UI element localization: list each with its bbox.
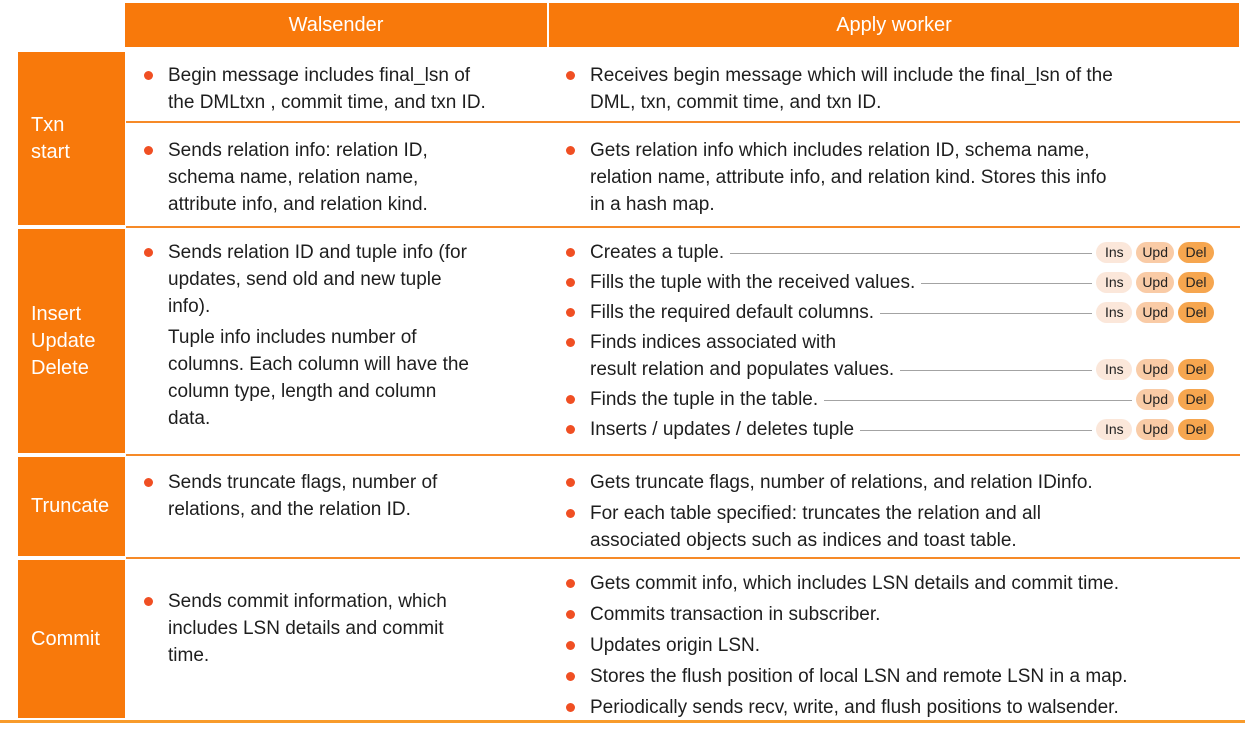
connector-line [880, 313, 1093, 314]
row-label-txn-start-text: Txn start [31, 113, 70, 163]
dml-walsender-note: Tuple info includes number of columns. E… [168, 327, 469, 429]
cell-dml-walsender: Sends relation ID and tuple info (for up… [127, 227, 547, 455]
badge-del: Del [1178, 389, 1214, 410]
bullet-item: Gets commit info, which includes LSN det… [563, 570, 1239, 597]
bullet-item: Updates origin LSN. [563, 632, 1239, 659]
bullet-item-text: Finds the tuple in the table. [590, 389, 819, 410]
bullet-item-text: Creates a tuple. [590, 242, 725, 263]
cell-dml-apply: Creates a tuple. Ins Upd Del Fills the t… [549, 227, 1239, 455]
badge-ins: Ins [1096, 359, 1133, 380]
badge-del: Del [1178, 302, 1214, 323]
badge-del: Del [1178, 272, 1214, 293]
row-label-truncate: Truncate [18, 457, 125, 556]
bullet-item: For each table specified: truncates the … [563, 500, 1239, 554]
bullet-item: Sends relation info: relation ID, schema… [141, 137, 547, 218]
badge-group: Ins Upd Del [1096, 272, 1214, 293]
column-header-apply-worker: Apply worker [549, 3, 1239, 47]
badge-ins: Ins [1096, 272, 1133, 293]
connector-line [921, 283, 1093, 284]
badge-upd: Upd [1136, 389, 1174, 410]
cell-commit-walsender: Sends commit information, which includes… [127, 558, 547, 720]
badge-group: Ins Upd Del [1096, 302, 1214, 323]
bullet-item: Fills the required default columns. Ins … [563, 299, 1239, 326]
bottom-border-line [0, 720, 1245, 723]
bullet-item: Inserts / updates / deletes tuple Ins Up… [563, 416, 1239, 443]
bullet-item-text: Fills the tuple with the received values… [590, 272, 916, 293]
row-divider [126, 557, 1240, 559]
row-divider [126, 121, 1240, 123]
bullet-item: Creates a tuple. Ins Upd Del [563, 239, 1239, 266]
connector-line [900, 370, 1093, 371]
bullet-item: Begin message includes final_lsn of the … [141, 62, 547, 116]
badge-del: Del [1178, 242, 1214, 263]
row-divider [126, 454, 1240, 456]
bullet-item: Receives begin message which will includ… [563, 62, 1239, 116]
badge-upd: Upd [1136, 359, 1174, 380]
row-label-insert-update-delete: Insert Update Delete [18, 229, 125, 453]
bullet-item: Stores the flush position of local LSN a… [563, 663, 1239, 690]
cell-commit-apply: Gets commit info, which includes LSN det… [549, 558, 1239, 720]
badge-upd: Upd [1136, 419, 1174, 440]
connector-line [730, 253, 1093, 254]
cell-txn-start-2-apply: Gets relation info which includes relati… [549, 122, 1239, 227]
badge-upd: Upd [1136, 272, 1174, 293]
connector-line [824, 400, 1133, 401]
bullet-item: Commits transaction in subscriber. [563, 601, 1239, 628]
row-divider [126, 226, 1240, 228]
badge-del: Del [1178, 359, 1214, 380]
bullet-item-text: Finds indices associated with result rel… [590, 332, 895, 380]
bullet-item: Sends relation ID and tuple info (for up… [141, 239, 547, 320]
row-label-insert-update-delete-text: Insert Update Delete [31, 302, 96, 379]
bullet-item: Fills the tuple with the received values… [563, 269, 1239, 296]
column-header-apply-worker-label: Apply worker [836, 13, 952, 36]
badge-del: Del [1178, 419, 1214, 440]
badge-ins: Ins [1096, 242, 1133, 263]
badge-group: Ins Upd Del [1096, 359, 1214, 380]
row-label-commit-text: Commit [31, 627, 100, 650]
bullet-item: Finds the tuple in the table. Upd Del [563, 386, 1239, 413]
cell-truncate-walsender: Sends truncate flags, number of relation… [127, 455, 547, 558]
row-label-commit: Commit [18, 560, 125, 718]
badge-group: Ins Upd Del [1096, 242, 1214, 263]
cell-txn-start-1-apply: Receives begin message which will includ… [549, 50, 1239, 122]
row-label-truncate-text: Truncate [31, 495, 110, 517]
badge-ins: Ins [1096, 302, 1133, 323]
row-label-txn-start: Txn start [18, 52, 125, 225]
bullet-item: Finds indices associated with result rel… [563, 329, 1239, 383]
bullet-item-text: Inserts / updates / deletes tuple [590, 419, 855, 440]
badge-group: Ins Upd Del [1096, 419, 1214, 440]
badge-ins: Ins [1096, 419, 1133, 440]
column-header-walsender-label: Walsender [288, 13, 384, 36]
connector-line [860, 430, 1093, 431]
bullet-item: Periodically sends recv, write, and flus… [563, 694, 1239, 721]
column-header-walsender: Walsender [125, 3, 547, 47]
badge-upd: Upd [1136, 302, 1174, 323]
cell-truncate-apply: Gets truncate flags, number of relations… [549, 455, 1239, 558]
bullet-item: Sends commit information, which includes… [141, 588, 547, 669]
badge-group: Upd Del [1136, 389, 1214, 410]
cell-txn-start-2-walsender: Sends relation info: relation ID, schema… [127, 122, 547, 227]
bullet-item: Gets relation info which includes relati… [563, 137, 1239, 218]
bullet-item: Gets truncate flags, number of relations… [563, 469, 1239, 496]
badge-upd: Upd [1136, 242, 1174, 263]
cell-txn-start-1-walsender: Begin message includes final_lsn of the … [127, 50, 547, 122]
bullet-item: Sends truncate flags, number of relation… [141, 469, 547, 523]
bullet-item-text: Fills the required default columns. [590, 302, 875, 323]
